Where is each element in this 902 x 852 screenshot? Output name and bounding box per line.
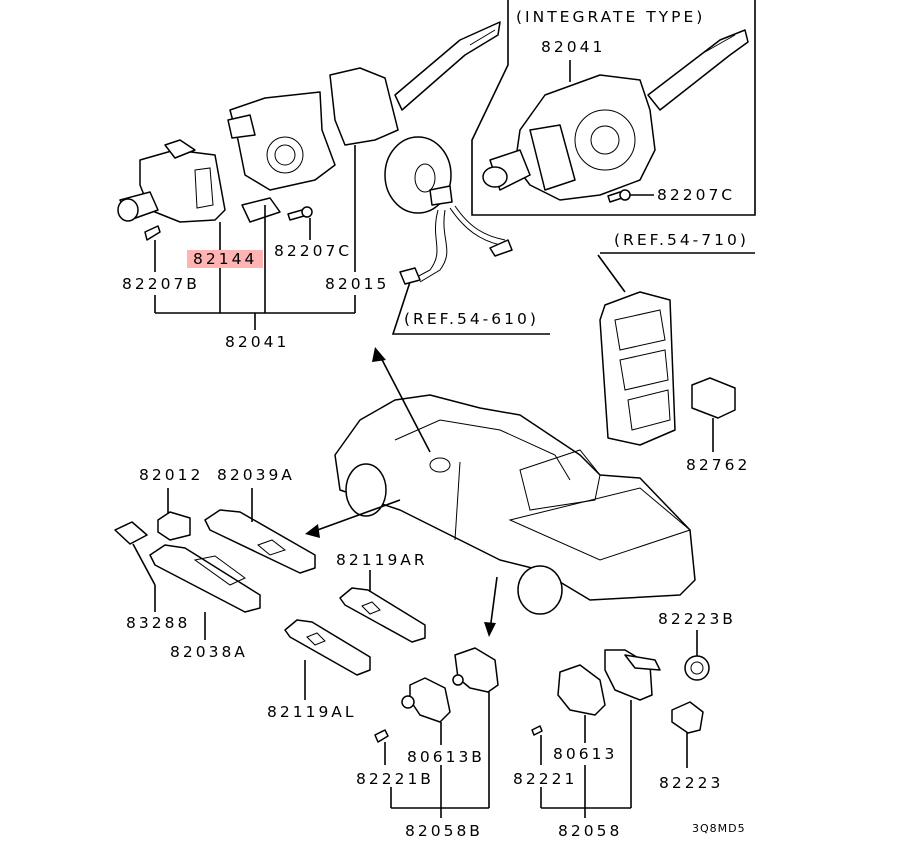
truck-drawing (334, 394, 696, 615)
ref-label-54-610[interactable]: (REF.54-610) (404, 310, 539, 328)
inset-title: (INTEGRATE TYPE) (516, 8, 706, 26)
part-label-82058[interactable]: 82058 (558, 822, 623, 840)
inset-column-switch-drawing (482, 29, 749, 203)
column-switch-drawing (117, 21, 501, 241)
window-switches-drawing (114, 488, 426, 700)
part-label-82038a[interactable]: 82038A (170, 643, 248, 661)
part-label-82207c[interactable]: 82207C (274, 242, 353, 260)
part-label-82762[interactable]: 82762 (686, 456, 751, 474)
part-label-82223[interactable]: 82223 (659, 774, 724, 792)
part-label-80613b[interactable]: 80613B (407, 748, 485, 766)
part-label-82058b[interactable]: 82058B (405, 822, 483, 840)
door-switches-drawing (374, 630, 710, 818)
part-label-inset-82207c[interactable]: 82207C (657, 186, 736, 204)
part-label-83288[interactable]: 83288 (126, 614, 191, 632)
part-label-80613[interactable]: 80613 (553, 745, 618, 763)
clock-spring-drawing (384, 136, 513, 285)
part-label-82041[interactable]: 82041 (225, 333, 290, 351)
figure-code: 3Q8MD5 (692, 822, 746, 835)
part-label-82207b[interactable]: 82207B (122, 275, 200, 293)
part-label-82119al[interactable]: 82119AL (267, 703, 357, 721)
junction-block-drawing (597, 252, 755, 452)
part-label-82221[interactable]: 82221 (513, 770, 578, 788)
part-label-82015[interactable]: 82015 (325, 275, 390, 293)
part-label-inset-82041[interactable]: 82041 (541, 38, 606, 56)
part-label-82119ar[interactable]: 82119AR (336, 551, 428, 569)
part-label-82039a[interactable]: 82039A (217, 466, 295, 484)
part-label-82223b[interactable]: 82223B (658, 610, 736, 628)
callout-arrows (305, 347, 498, 637)
part-label-82221b[interactable]: 82221B (356, 770, 434, 788)
part-label-82012[interactable]: 82012 (139, 466, 204, 484)
part-label-82144-highlighted[interactable]: 82144 (187, 250, 264, 268)
inset-border (471, 0, 756, 216)
ref-label-54-710[interactable]: (REF.54-710) (614, 231, 749, 249)
